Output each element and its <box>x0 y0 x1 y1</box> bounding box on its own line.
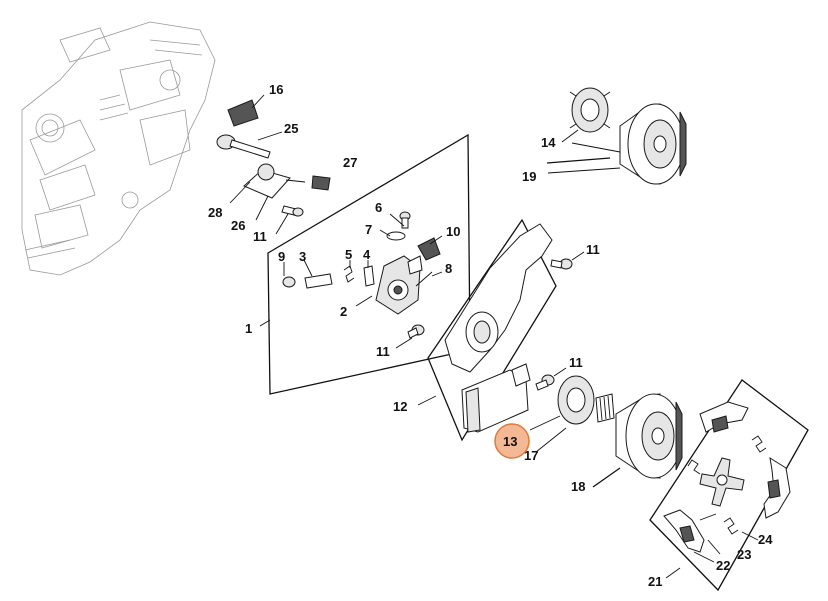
part-7-oring-drawing <box>386 231 406 241</box>
part-6-screw-drawing <box>399 211 411 229</box>
part-12-chain-cover-drawing <box>444 223 553 433</box>
highlight-circle[interactable] <box>494 423 530 459</box>
small-spring-drawing <box>687 459 701 475</box>
label-5: 5 <box>345 247 352 262</box>
label-23: 23 <box>737 547 751 562</box>
part-25-drawing <box>216 134 271 159</box>
leader-22 <box>693 551 715 563</box>
part-11-screw-lower-drawing <box>535 374 555 391</box>
label-1: 1 <box>245 321 252 336</box>
engine-block-drawing <box>21 21 216 276</box>
part-17-rim-sprocket-drawing <box>557 375 595 425</box>
label-11-upper: 11 <box>253 229 267 244</box>
part-3-piston-drawing <box>304 273 333 289</box>
label-11-lower: 11 <box>569 355 583 370</box>
label-17: 17 <box>524 448 538 463</box>
part-18-clutch-drum-drawing <box>615 393 683 479</box>
part-11-screw-right-drawing <box>550 258 573 270</box>
label-8: 8 <box>445 261 452 276</box>
label-2: 2 <box>340 304 347 319</box>
small-part-drawing <box>699 513 717 521</box>
label-18: 18 <box>571 479 585 494</box>
part-10-drawing <box>417 237 441 261</box>
part-14-sprocket-drawing <box>569 87 611 133</box>
leader-3 <box>303 259 313 277</box>
label-10: 10 <box>446 224 460 239</box>
clutch-shoe-lower-drawing <box>663 509 705 553</box>
label-21: 21 <box>648 574 662 589</box>
label-24: 24 <box>758 532 773 547</box>
leader-13 <box>529 415 561 431</box>
label-28: 28 <box>208 205 222 220</box>
part-16-drawing <box>227 99 259 127</box>
label-4: 4 <box>363 247 371 262</box>
leader-23 <box>707 539 721 555</box>
part-11-screw-upper-drawing <box>281 205 304 217</box>
label-13: 13 <box>503 434 517 449</box>
part-5-spring-drawing <box>343 265 355 283</box>
leader-6 <box>389 213 405 227</box>
label-25: 25 <box>284 121 298 136</box>
label-9: 9 <box>278 249 285 264</box>
label-3: 3 <box>299 249 306 264</box>
label-14: 14 <box>541 135 556 150</box>
label-11-middle: 11 <box>376 344 390 359</box>
leader-19 <box>546 157 611 164</box>
leader-17 <box>535 427 567 453</box>
part-11-screw-middle-drawing <box>407 324 425 339</box>
label-12: 12 <box>393 399 407 414</box>
part-26-28-drawing <box>243 163 291 199</box>
highlight-marker-13[interactable]: 13 <box>494 423 530 459</box>
part-9-cap-drawing <box>282 276 296 288</box>
leader-18 <box>592 467 621 488</box>
part-4-plunger-drawing <box>363 265 375 287</box>
label-7: 7 <box>365 222 372 237</box>
label-22: 22 <box>716 558 730 573</box>
oil-pump-group-box <box>267 133 471 395</box>
label-16: 16 <box>269 82 283 97</box>
leader-1 <box>259 319 271 327</box>
part-2-pump-body-drawing <box>375 255 423 315</box>
label-6: 6 <box>375 200 382 215</box>
clutch-shoe-right-drawing <box>763 456 791 519</box>
label-11-right: 11 <box>586 242 600 257</box>
part-21-clutch-shoe-upper-drawing <box>699 401 749 433</box>
part-22-spring-upper-drawing <box>751 435 767 453</box>
sprocket-cover-group-box <box>427 218 557 442</box>
leader-7 <box>379 229 391 237</box>
leader-24 <box>741 531 759 541</box>
leader-21 <box>665 567 681 579</box>
leader-8 <box>431 271 443 277</box>
needle-bearing-drawing <box>595 393 615 423</box>
part-27-drawing <box>311 175 331 191</box>
part-24-spring-drawing <box>723 517 739 535</box>
label-19: 19 <box>522 169 536 184</box>
label-27: 27 <box>343 155 357 170</box>
label-26: 26 <box>231 218 245 233</box>
part-19-clutch-drum-drawing <box>619 103 687 185</box>
part-23-carrier-drawing <box>699 457 745 507</box>
part-8-pin-drawing <box>415 271 433 287</box>
